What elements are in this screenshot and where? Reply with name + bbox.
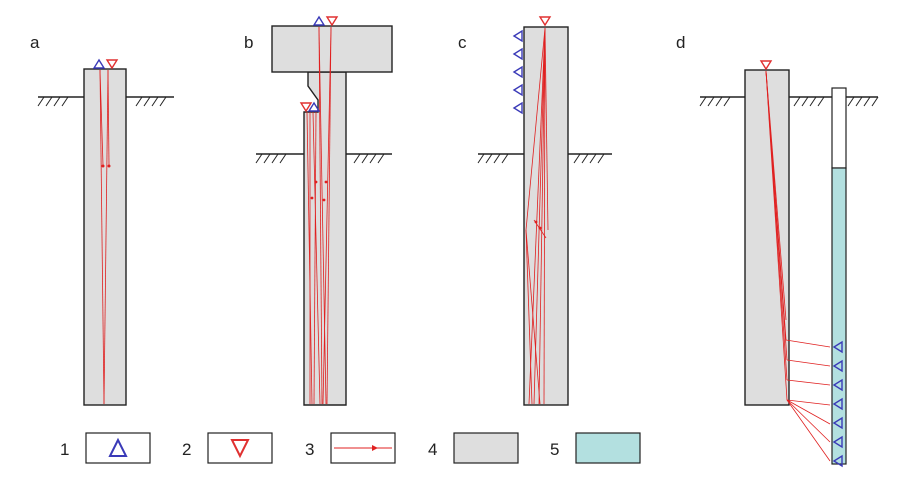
pile-cap (271, 25, 393, 73)
ray-arrowhead (534, 220, 538, 224)
legend-box-borehole (575, 432, 641, 464)
legend-box-pile (453, 432, 519, 464)
receiver-triangle-icon (512, 83, 523, 97)
legend-number-5: 5 (550, 440, 559, 459)
receiver-triangle-icon (512, 65, 523, 79)
receiver-triangle-icon (108, 437, 128, 457)
ray-arrowhead (107, 164, 111, 168)
panel-label-a: a (30, 33, 40, 52)
panel-d (699, 60, 879, 468)
source-triangle-icon (538, 16, 552, 27)
receiver-triangle-icon (92, 58, 106, 69)
ray-arrowheads (310, 180, 328, 202)
panel-c (477, 16, 612, 406)
receiver-triangle-icon (307, 101, 321, 112)
legend: 1 2 3 4 5 (60, 432, 641, 464)
ray-arrowhead (101, 164, 105, 168)
panel-a (37, 58, 174, 406)
legend-number-1: 1 (60, 440, 69, 459)
receiver-triangle-icon (832, 454, 843, 468)
receiver-triangle-icon (832, 340, 843, 354)
pile (83, 68, 127, 406)
panel-label-d: d (676, 33, 685, 52)
receiver-triangle-icon (512, 101, 523, 115)
legend-box-receiver (85, 432, 151, 464)
source-triangle-icon (105, 59, 119, 70)
source-triangle-icon (299, 102, 313, 113)
receiver-array (832, 340, 843, 468)
ray-paths (525, 27, 549, 405)
panel-b (255, 15, 393, 406)
legend-number-4: 4 (428, 440, 437, 459)
panel-label-b: b (244, 33, 253, 52)
receiver-triangle-icon (832, 359, 843, 373)
arrowhead-icon (372, 445, 378, 451)
borehole-upper (831, 87, 847, 169)
legend-number-2: 2 (182, 440, 191, 459)
pile (744, 69, 790, 406)
receiver-triangle-icon (832, 435, 843, 449)
receiver-triangle-icon (832, 416, 843, 430)
receiver-triangle-icon (832, 378, 843, 392)
source-triangle-icon (230, 439, 250, 459)
ray-paths (99, 69, 110, 405)
receiver-triangle-icon (512, 47, 523, 61)
source-triangle-icon (759, 60, 773, 71)
receiver-triangle-icon (832, 397, 843, 411)
ray-arrowhead (538, 226, 542, 230)
panel-label-c: c (458, 33, 467, 52)
receiver-triangle-icon (312, 15, 326, 26)
ray-paths (765, 70, 831, 462)
receiver-triangle-icon (512, 29, 523, 43)
legend-number-3: 3 (305, 440, 314, 459)
ray-paths (306, 26, 332, 405)
legend-box-source (207, 432, 273, 464)
source-triangle-icon (325, 16, 339, 27)
receiver-array (512, 29, 523, 115)
